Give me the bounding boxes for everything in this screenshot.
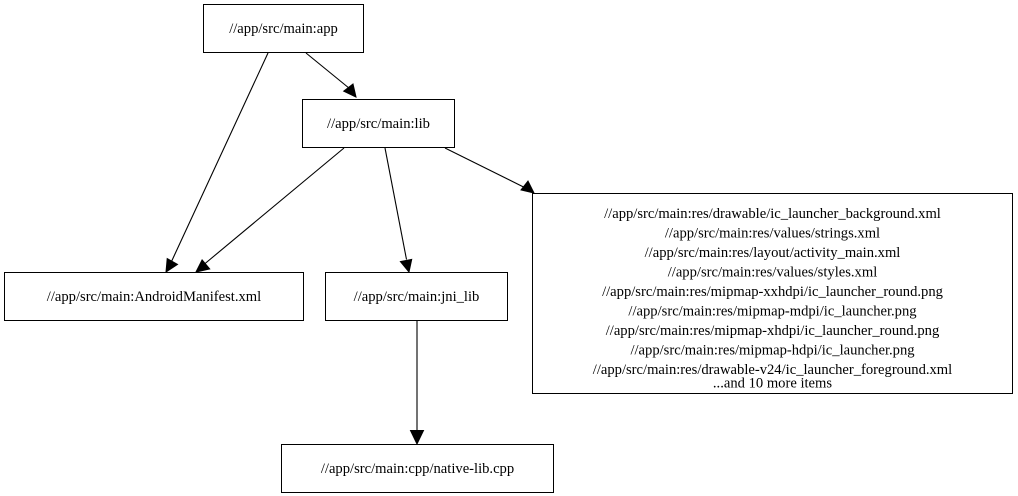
node-app-label: //app/src/main:app (229, 21, 338, 37)
node-jni-lib-box[interactable] (325, 272, 508, 321)
edge-line-app-to-lib (305, 52, 350, 89)
node-resources-line-7: //app/src/main:res/mipmap-hdpi/ic_launch… (630, 343, 915, 359)
node-native-lib-cpp-box[interactable] (281, 444, 554, 493)
node-app-box[interactable] (203, 4, 364, 53)
node-android-manifest[interactable]: //app/src/main:AndroidManifest.xml (4, 272, 304, 321)
node-resources-line-5: //app/src/main:res/mipmap-mdpi/ic_launch… (628, 304, 917, 320)
node-resources-line-2: //app/src/main:res/layout/activity_main.… (645, 245, 901, 261)
node-app[interactable]: //app/src/main:app (203, 4, 364, 53)
edge-lib-to-resources (444, 147, 535, 194)
node-native-lib-cpp[interactable]: //app/src/main:cpp/native-lib.cpp (281, 444, 554, 493)
edge-line-lib-to-manifest (204, 147, 345, 265)
arrowhead-lib-to-manifest (195, 258, 211, 273)
edge-lib-to-jni-lib (384, 147, 413, 274)
arrowhead-app-to-lib (342, 83, 357, 98)
node-android-manifest-box[interactable] (4, 272, 304, 321)
node-resources-line-6: //app/src/main:res/mipmap-xhdpi/ic_launc… (606, 323, 940, 339)
edge-app-to-lib (305, 52, 357, 98)
arrowhead-jni-lib-to-native-lib (409, 430, 425, 446)
edge-line-lib-to-jni-lib (384, 147, 408, 260)
edge-line-app-to-manifest (171, 52, 269, 262)
edge-layer (165, 52, 535, 446)
node-resources-line-4: //app/src/main:res/mipmap-xxhdpi/ic_laun… (602, 284, 944, 300)
node-jni-lib-label: //app/src/main:jni_lib (354, 289, 480, 305)
node-lib[interactable]: //app/src/main:lib (302, 99, 455, 148)
node-resources-line-1: //app/src/main:res/values/strings.xml (665, 226, 880, 242)
arrowhead-app-to-manifest (165, 257, 179, 273)
node-resources-line-8: //app/src/main:res/drawable-v24/ic_launc… (593, 362, 952, 378)
node-resources-line-0: //app/src/main:res/drawable/ic_launcher_… (604, 206, 941, 222)
arrowhead-lib-to-resources (520, 180, 535, 194)
node-resources-box[interactable] (532, 193, 1013, 394)
edge-jni-lib-to-native-lib (409, 321, 425, 446)
edge-app-to-manifest (165, 52, 269, 273)
node-jni-lib[interactable]: //app/src/main:jni_lib (325, 272, 508, 321)
node-native-lib-cpp-label: //app/src/main:cpp/native-lib.cpp (321, 461, 514, 477)
arrowhead-lib-to-jni-lib (399, 258, 413, 274)
node-lib-box[interactable] (302, 99, 455, 148)
node-resources-line-3: //app/src/main:res/values/styles.xml (668, 265, 878, 281)
edge-line-lib-to-resources (444, 147, 524, 188)
node-resources-line-9: ...and 10 more items (713, 376, 832, 392)
edge-lib-to-manifest (195, 147, 345, 273)
node-android-manifest-label: //app/src/main:AndroidManifest.xml (47, 289, 261, 305)
node-layer: //app/src/main:app //app/src/main:lib //… (4, 4, 1013, 493)
node-resources[interactable]: //app/src/main:res/drawable/ic_launcher_… (532, 193, 1013, 394)
node-lib-label: //app/src/main:lib (327, 116, 430, 132)
